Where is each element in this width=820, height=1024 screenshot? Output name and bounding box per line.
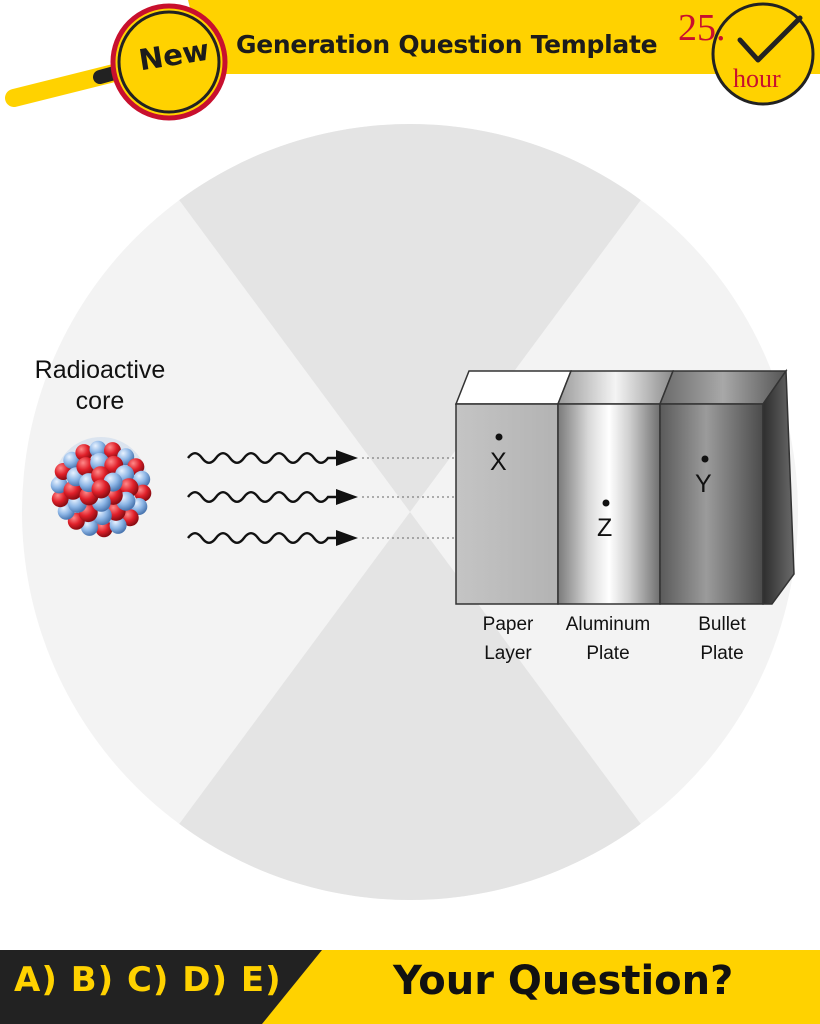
neutron-particle (81, 518, 98, 536)
answer-options: A) B) C) D) E) (14, 960, 282, 1000)
radiation-rays (187, 452, 340, 544)
material-label-line: Paper (482, 614, 534, 635)
proton-particle (104, 442, 121, 460)
bullet-plate-block (658, 368, 795, 605)
dotted-guides (362, 457, 456, 539)
point-label-y: Y (695, 470, 712, 498)
hours-unit: hour (733, 64, 781, 93)
page-title: Generation Question Template (236, 30, 658, 59)
point-label-z: Z (597, 514, 613, 542)
clock-icon (711, 2, 815, 106)
proton-particle (121, 509, 139, 527)
material-label-line: Bullet (698, 614, 746, 635)
question-text: Your Question? (393, 958, 734, 1004)
proton-particle (134, 484, 152, 502)
material-label-aluminum: Aluminum Plate (553, 610, 663, 668)
proton-particle (91, 479, 111, 499)
material-label-line: Aluminum (565, 614, 651, 635)
material-label-bullet: Bullet Plate (667, 610, 777, 668)
neutron-particle (50, 476, 68, 494)
footer-bar (0, 950, 820, 1024)
neutron-particle (109, 516, 127, 534)
proton-particle (75, 444, 93, 462)
point-label-x: X (490, 448, 507, 476)
ray-arrowheads (336, 450, 358, 546)
background-circle (22, 124, 798, 900)
material-label-paper: Paper Layer (453, 610, 563, 668)
radioactive-core-label: Radioactive core (34, 356, 166, 415)
paper-layer-block (454, 370, 573, 605)
magnifier-icon (5, 3, 228, 121)
material-label-line: Plate (586, 643, 630, 664)
point-dots (495, 433, 709, 507)
material-label-line: Plate (700, 643, 744, 664)
material-label-line: Layer (484, 643, 532, 664)
radioactive-core-icon (50, 437, 152, 538)
hours-number: 25. (678, 7, 726, 49)
aluminum-plate-block (556, 370, 675, 605)
header-bar (188, 0, 820, 74)
neutron-particle (63, 451, 81, 469)
